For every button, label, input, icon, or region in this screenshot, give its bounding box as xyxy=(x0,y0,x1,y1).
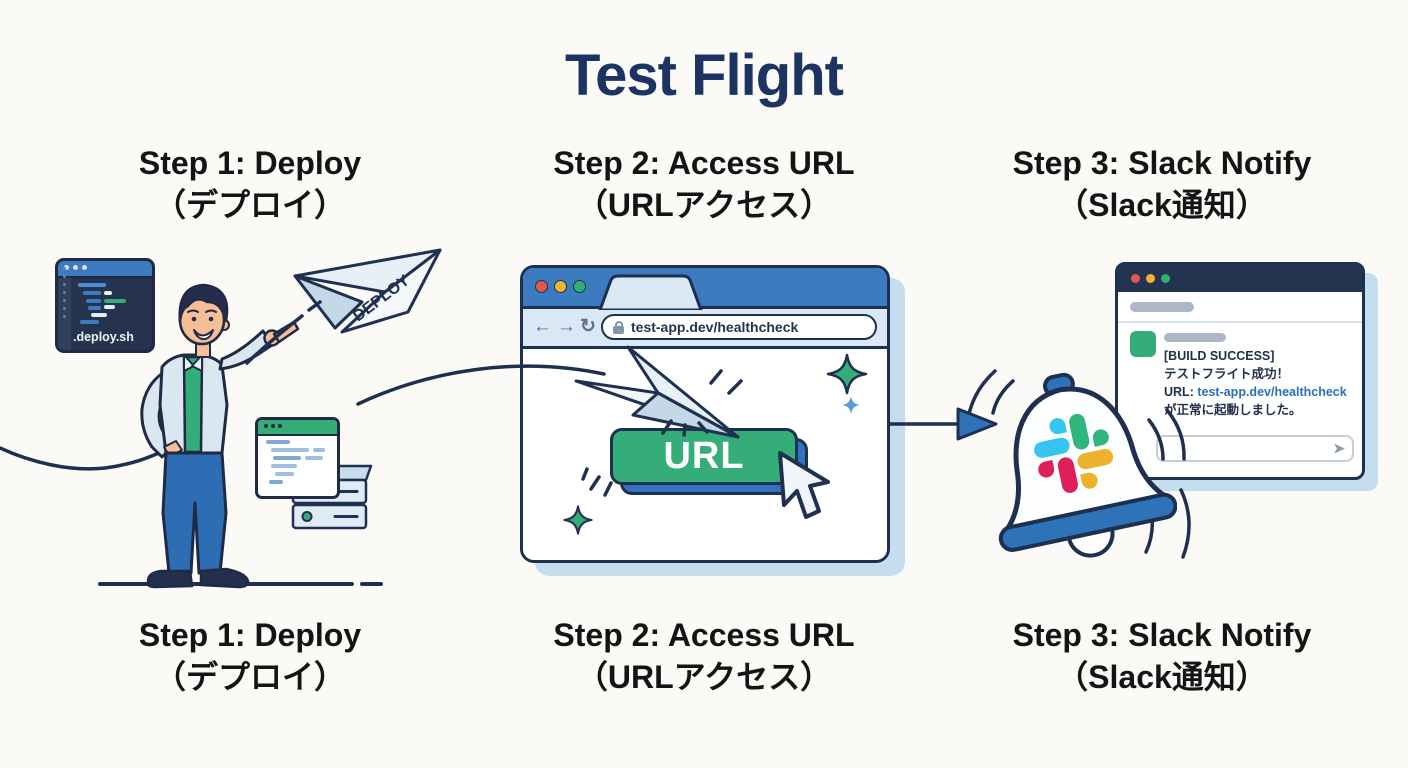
terminal-gutter xyxy=(58,278,71,350)
terminal-filename: .deploy.sh xyxy=(73,330,134,344)
code-line xyxy=(78,283,106,287)
step-title: Step 3: Slack Notify xyxy=(1012,617,1312,653)
code-preview-window xyxy=(255,417,340,499)
code-line xyxy=(104,291,112,295)
step-title: Step 2: Access URL xyxy=(553,145,855,181)
channel-placeholder-bar xyxy=(1130,302,1194,312)
slack-logo-icon xyxy=(1034,413,1114,493)
step-title: Step 1: Deploy xyxy=(138,617,362,653)
reload-icon[interactable]: ↻ xyxy=(580,316,596,337)
address-bar-url: test-app.dev/healthcheck xyxy=(631,319,799,335)
step3-label-top: Step 3: Slack Notify （Slack通知） xyxy=(922,142,1402,226)
message-line: が正常に起動しました。 xyxy=(1164,403,1302,417)
code-line xyxy=(91,313,107,317)
close-window-dot[interactable] xyxy=(535,280,548,293)
browser-content: URL xyxy=(523,345,887,560)
maximize-window-dot[interactable] xyxy=(573,280,586,293)
notification-bell-icon xyxy=(998,372,1177,558)
terminal-window: .deploy.sh xyxy=(55,258,155,353)
step-subtitle: （Slack通知） xyxy=(1056,187,1268,223)
forward-icon[interactable]: → xyxy=(557,316,576,337)
browser-toolbar: ← → ↻ test-app.dev/healthcheck xyxy=(523,309,887,349)
bell-vibration-arc xyxy=(1179,488,1191,559)
step-title: Step 1: Deploy xyxy=(138,145,362,181)
step-subtitle: （Slack通知） xyxy=(1056,659,1268,695)
message-url-line: URL: test-app.dev/healthcheck xyxy=(1164,385,1347,399)
bot-avatar xyxy=(1130,331,1156,357)
page-title: Test Flight xyxy=(565,43,844,108)
message-line: テストフライト成功！ xyxy=(1164,367,1290,381)
cursor-icon xyxy=(778,451,830,519)
left-wave-line xyxy=(0,446,168,471)
deploy-paper-plane-icon: DEPLOY xyxy=(293,248,442,334)
maximize-window-dot[interactable] xyxy=(1161,274,1170,283)
step-subtitle: （デプロイ） xyxy=(153,187,346,223)
step-title: Step 3: Slack Notify xyxy=(1012,145,1312,181)
message-input[interactable]: ➤ xyxy=(1156,435,1354,462)
window-dot xyxy=(271,424,275,428)
slack-window-titlebar xyxy=(1118,265,1362,292)
code-window-titlebar xyxy=(258,420,337,436)
browser-window: ← → ↻ test-app.dev/healthcheck URL xyxy=(520,265,890,563)
terminal-titlebar xyxy=(58,261,152,278)
step-subtitle: （URLアクセス） xyxy=(575,187,833,223)
browser-tab[interactable] xyxy=(523,268,887,310)
step-subtitle: （URLアクセス） xyxy=(575,659,833,695)
build-status-text: [BUILD SUCCESS] xyxy=(1164,349,1275,363)
window-dot xyxy=(278,424,282,428)
step1-label-top: Step 1: Deploy （デプロイ） xyxy=(10,142,490,226)
back-icon[interactable]: ← xyxy=(533,316,552,337)
sparkle-icon xyxy=(563,505,593,535)
code-line xyxy=(104,299,126,303)
impact-lines xyxy=(661,369,743,437)
send-icon[interactable]: ➤ xyxy=(1333,440,1345,456)
code-line xyxy=(88,306,101,310)
step-subtitle: （デプロイ） xyxy=(153,659,346,695)
code-line xyxy=(104,305,115,309)
sparkle-icon xyxy=(826,353,868,395)
step-title: Step 2: Access URL xyxy=(553,617,855,653)
close-window-dot[interactable] xyxy=(1131,274,1140,283)
username-placeholder-bar xyxy=(1164,333,1226,342)
address-bar[interactable]: test-app.dev/healthcheck xyxy=(601,314,877,340)
step3-label-bottom: Step 3: Slack Notify （Slack通知） xyxy=(922,614,1402,698)
minimize-window-dot[interactable] xyxy=(1146,274,1155,283)
lock-icon xyxy=(613,320,624,334)
sparkle-icon xyxy=(841,395,861,415)
impact-lines xyxy=(581,467,613,497)
minimize-window-dot[interactable] xyxy=(554,280,567,293)
step2-label-bottom: Step 2: Access URL （URLアクセス） xyxy=(464,614,944,698)
browser-titlebar xyxy=(523,268,887,310)
step1-label-bottom: Step 1: Deploy （デプロイ） xyxy=(10,614,490,698)
healthcheck-link[interactable]: test-app.dev/healthcheck xyxy=(1197,385,1347,399)
code-line xyxy=(83,291,101,295)
deploy-plane-label: DEPLOY xyxy=(350,272,413,325)
window-dot xyxy=(73,265,78,270)
window-dot xyxy=(264,424,268,428)
code-line xyxy=(80,320,99,324)
window-dot xyxy=(82,265,87,270)
code-line xyxy=(86,299,101,303)
step2-label-top: Step 2: Access URL （URLアクセス） xyxy=(464,142,944,226)
deploy-trail-dash xyxy=(307,300,322,312)
divider xyxy=(1118,321,1362,323)
slack-message: [BUILD SUCCESS] テストフライト成功！ URL: test-app… xyxy=(1164,347,1356,419)
deploy-trail-line xyxy=(245,314,304,365)
window-dot xyxy=(64,265,69,270)
